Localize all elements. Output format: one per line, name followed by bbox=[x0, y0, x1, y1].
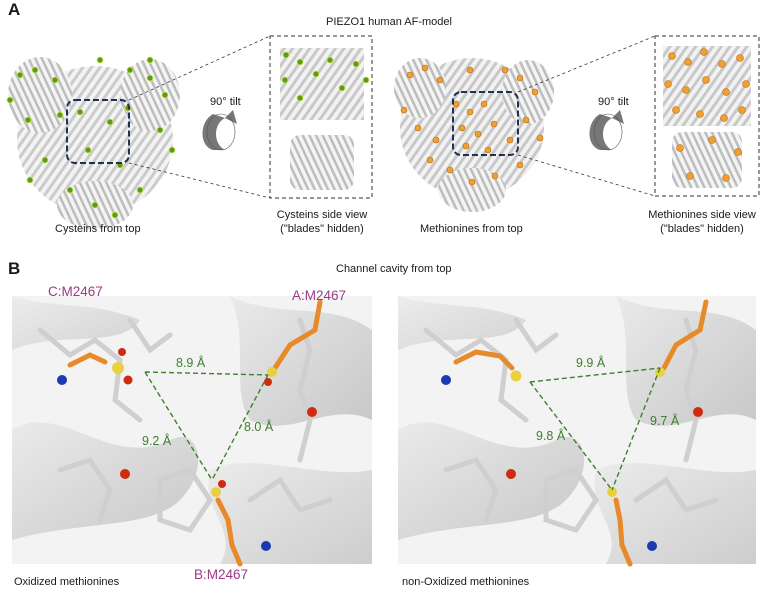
cysteine-top-structure bbox=[6, 56, 180, 229]
residue-label-b-oxidized: B:M2467 bbox=[194, 567, 249, 582]
distance-ca-oxidized: 8.9 Å bbox=[176, 356, 206, 370]
distance-ab-oxidized: 8.0 Å bbox=[244, 420, 274, 434]
tilt-label-methionines: 90° tilt bbox=[598, 96, 629, 108]
state-label-oxidized: Oxidized methionines bbox=[14, 576, 120, 588]
residue-label-c-oxidized: C:M2467 bbox=[48, 284, 103, 299]
caption-cysteins-side: Cysteins side view ("blades" hidden) bbox=[266, 208, 378, 236]
methionine-top-structure bbox=[394, 58, 554, 212]
distance-cb-non-oxidized: 9.8 Å bbox=[536, 429, 566, 443]
distance-cb-oxidized: 9.2 Å bbox=[142, 434, 172, 448]
caption-cysteins-side-line2: ("blades" hidden) bbox=[280, 223, 364, 235]
panel-a-title: PIEZO1 human AF-model bbox=[326, 16, 452, 28]
methionine-side-structure bbox=[654, 35, 760, 197]
caption-methionines-side-line2: ("blades" hidden) bbox=[660, 223, 744, 235]
caption-cysteins-top: Cysteins from top bbox=[55, 223, 141, 235]
residue-label-a-oxidized: A:M2467 bbox=[292, 288, 347, 303]
caption-methionines-side-line1: Methionines side view bbox=[648, 209, 756, 221]
state-label-non-oxidized: non-Oxidized methionines bbox=[402, 576, 530, 588]
panel-a-letter: A bbox=[8, 0, 21, 19]
panel-b-letter: B bbox=[8, 259, 21, 278]
distance-ab-non-oxidized: 9.7 Å bbox=[650, 414, 680, 428]
tilt-arrow-icon bbox=[589, 110, 624, 151]
tilt-arrow-icon bbox=[202, 110, 237, 151]
oxidized-structure bbox=[12, 296, 372, 567]
distance-ca-non-oxidized: 9.9 Å bbox=[576, 356, 606, 370]
caption-methionines-side: Methionines side view ("blades" hidden) bbox=[642, 208, 762, 236]
caption-cysteins-side-line1: Cysteins side view bbox=[276, 209, 368, 221]
panel-a-graphics bbox=[6, 35, 760, 229]
tilt-label-cysteines: 90° tilt bbox=[210, 96, 241, 108]
panel-b-title: Channel cavity from top bbox=[336, 263, 452, 275]
non-oxidized-structure bbox=[398, 296, 756, 567]
cysteine-side-structure bbox=[269, 35, 373, 199]
caption-methionines-top: Methionines from top bbox=[420, 223, 523, 235]
